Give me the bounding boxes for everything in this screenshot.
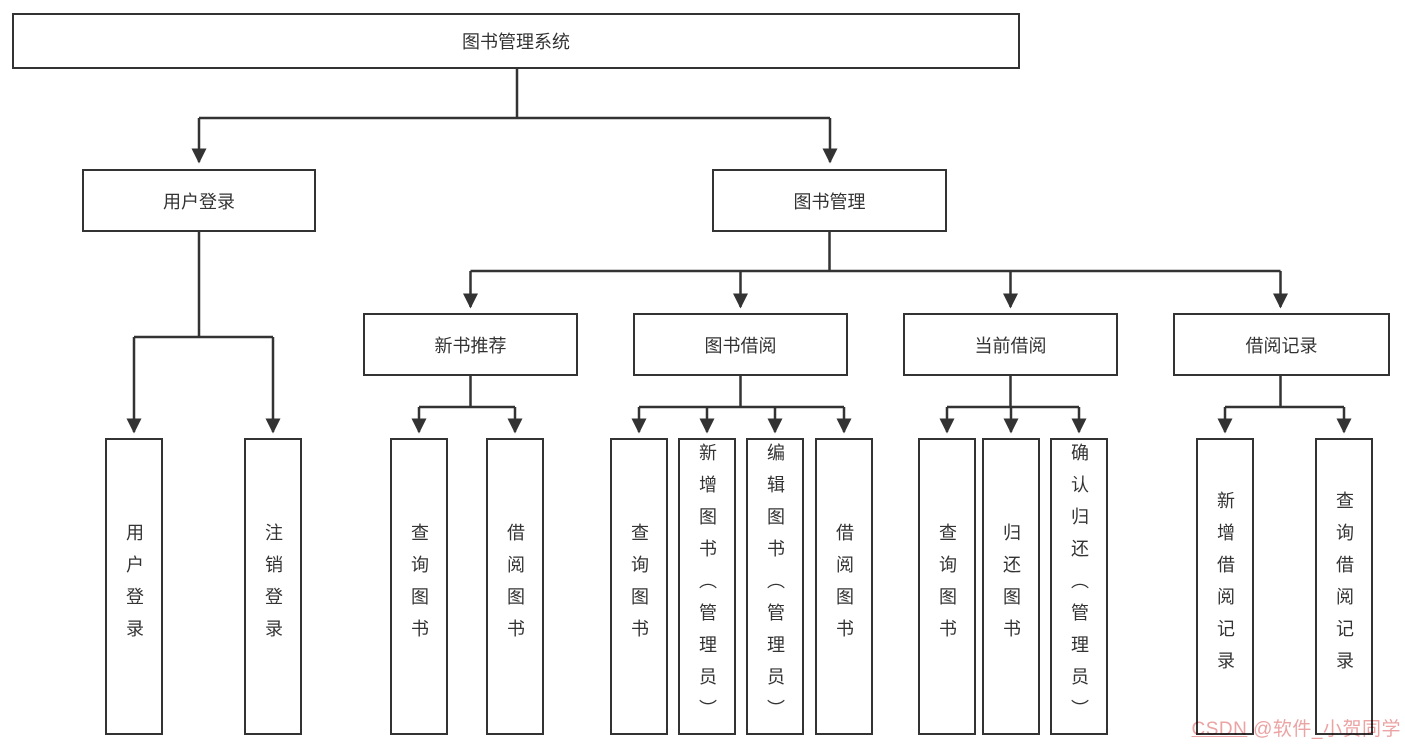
connector-borrowing-records-tee bbox=[1225, 376, 1344, 409]
leaf-label: 确认归还（管理员） bbox=[1069, 442, 1089, 731]
node-current-borrowing: 当前借阅 bbox=[903, 313, 1118, 376]
leaf-label: 借阅图书 bbox=[505, 522, 525, 651]
connector-book-borrowing-tee bbox=[639, 376, 844, 409]
csdn-watermark-handle: @软件_小贺同学 bbox=[1253, 719, 1401, 740]
connector-user-login-tee bbox=[134, 232, 273, 339]
leaf-label: 新增借阅记录 bbox=[1215, 490, 1235, 683]
connector-book-management-tee bbox=[470, 232, 1281, 273]
node-leaf-recommend-borrow-books: 借阅图书 bbox=[486, 438, 544, 735]
node-library-management-system: 图书管理系统 bbox=[12, 13, 1020, 69]
node-leaf-borrowing-query-books: 查询图书 bbox=[610, 438, 668, 735]
leaf-label: 用户登录 bbox=[124, 522, 144, 651]
leaf-label: 查询借阅记录 bbox=[1334, 490, 1354, 683]
csdn-watermark-brand: CSDN bbox=[1191, 719, 1248, 740]
connector-new-book-recommend-tee bbox=[419, 376, 515, 409]
node-leaf-query-borrow-record: 查询借阅记录 bbox=[1315, 438, 1373, 735]
node-book-management: 图书管理 bbox=[712, 169, 947, 232]
node-leaf-add-borrow-record: 新增借阅记录 bbox=[1196, 438, 1254, 735]
node-leaf-edit-books-admin: 编辑图书（管理员） bbox=[746, 438, 804, 735]
connector-current-borrowing-tee bbox=[947, 376, 1079, 409]
leaf-label: 归还图书 bbox=[1001, 522, 1021, 651]
leaf-label: 查询图书 bbox=[937, 522, 957, 651]
node-leaf-add-books-admin: 新增图书（管理员） bbox=[678, 438, 736, 735]
node-leaf-borrow-books: 借阅图书 bbox=[815, 438, 873, 735]
node-user-login: 用户登录 bbox=[82, 169, 316, 232]
node-leaf-user-login: 用户登录 bbox=[105, 438, 163, 735]
leaf-label: 注销登录 bbox=[263, 522, 283, 651]
node-leaf-recommend-query-books: 查询图书 bbox=[390, 438, 448, 735]
leaf-label: 查询图书 bbox=[629, 522, 649, 651]
leaf-label: 新增图书（管理员） bbox=[697, 442, 717, 731]
node-book-borrowing: 图书借阅 bbox=[633, 313, 848, 376]
leaf-label: 编辑图书（管理员） bbox=[765, 442, 785, 731]
node-leaf-confirm-return-admin: 确认归还（管理员） bbox=[1050, 438, 1108, 735]
node-leaf-current-query-books: 查询图书 bbox=[918, 438, 976, 735]
leaf-label: 查询图书 bbox=[409, 522, 429, 651]
node-new-book-recommendation: 新书推荐 bbox=[363, 313, 578, 376]
leaf-label: 借阅图书 bbox=[834, 522, 854, 651]
node-leaf-return-books: 归还图书 bbox=[982, 438, 1040, 735]
node-borrowing-records: 借阅记录 bbox=[1173, 313, 1390, 376]
connector-root-tee bbox=[199, 69, 830, 120]
csdn-watermark: CSDN @软件_小贺同学 bbox=[1192, 714, 1401, 741]
node-leaf-logout: 注销登录 bbox=[244, 438, 302, 735]
